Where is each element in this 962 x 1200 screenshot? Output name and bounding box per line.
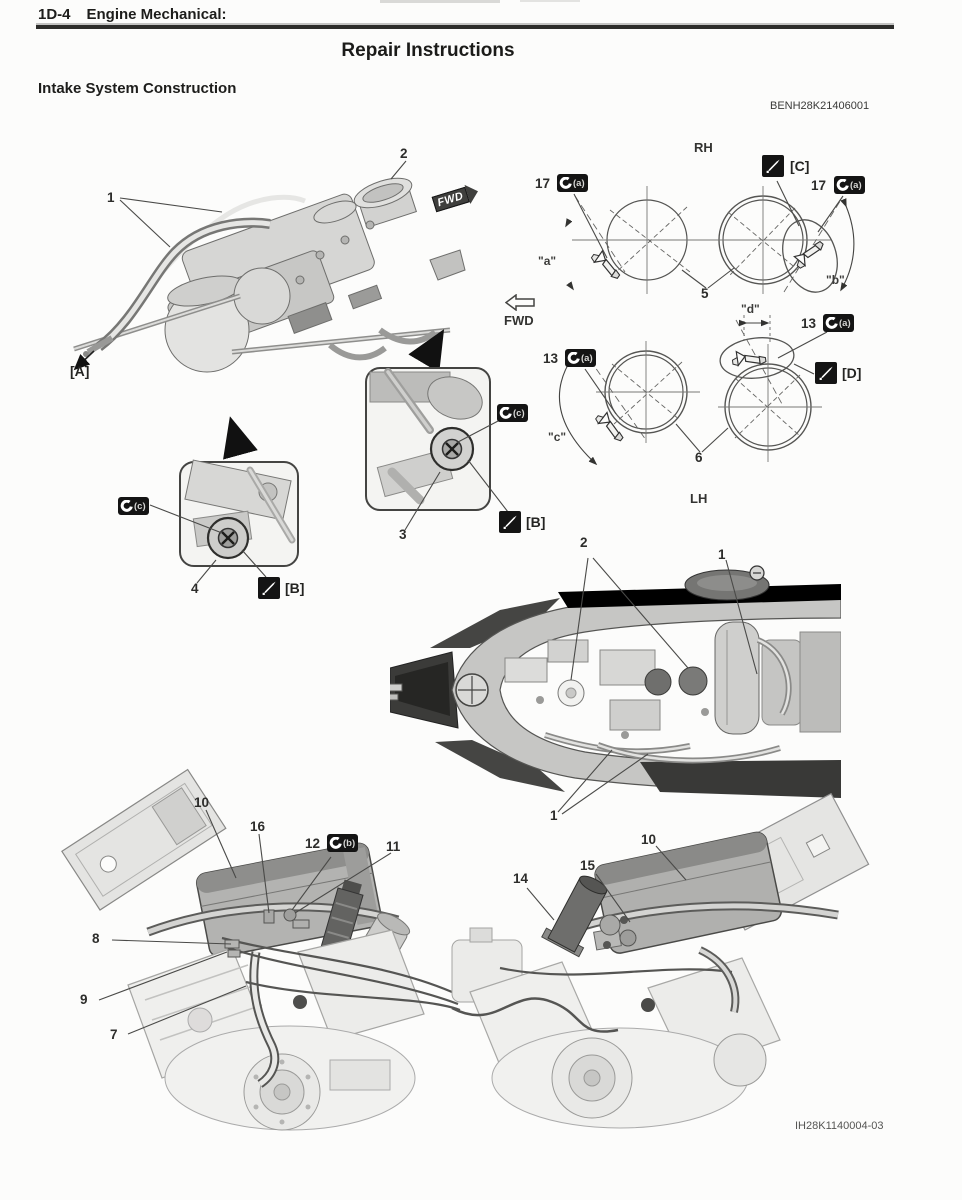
callout-17: 17: [535, 176, 551, 191]
callout-10: 10: [194, 795, 210, 810]
phillips-screw-icon: [221, 531, 235, 545]
wrench-icon: [825, 316, 838, 329]
sealant-brush-badge: [499, 511, 521, 533]
figure-code: IH28K1140004-03: [795, 1120, 884, 1132]
brush-icon: [819, 366, 833, 380]
wrench-icon: [120, 499, 133, 512]
brush-icon: [766, 159, 780, 173]
page-header: 1D-4 Engine Mechanical:: [38, 6, 227, 23]
fwd-banner-icon: FWD: [431, 181, 481, 214]
detail-inset-left: [149, 459, 299, 584]
view-c-label: [C]: [790, 158, 810, 174]
callout-6: 6: [695, 450, 703, 465]
view-b-label: [B]: [285, 580, 305, 596]
wrench-sub-label: (a): [839, 317, 851, 329]
wrench-sub-label: (c): [134, 500, 146, 512]
reference-code: BENH28K21406001: [770, 100, 870, 112]
callout-7: 7: [110, 1027, 118, 1042]
callout-11: 11: [386, 839, 401, 854]
wrench-b-badge: (b): [327, 834, 359, 852]
section-title: Engine Mechanical:: [86, 6, 227, 23]
wrench-sub-label: (a): [581, 352, 593, 364]
callout-14: 14: [513, 871, 529, 886]
rh-label: RH: [694, 140, 713, 155]
frame-top-view-diagram: [390, 565, 841, 798]
wrench-sub-label: (a): [573, 177, 585, 189]
callout-13: 13: [543, 351, 559, 366]
wrench-sub-label: (c): [513, 407, 525, 419]
sealant-brush-badge: [258, 577, 280, 599]
wrench-sub-label: (b): [343, 837, 356, 849]
page-title: Repair Instructions: [341, 40, 515, 61]
wrench-c-badge: (c): [497, 404, 528, 422]
wrench-a-badge: (a): [557, 174, 588, 192]
callout-2: 2: [580, 535, 588, 550]
scan-artifacts: [380, 0, 580, 3]
frame-top-view-leaders: [557, 557, 758, 815]
wrench-a-badge: (a): [823, 314, 854, 332]
angle-a-label: "a": [538, 254, 557, 268]
angle-c-label: "c": [548, 430, 567, 444]
angle-b-label: "b": [826, 273, 845, 287]
rh-clamp-diagram: [565, 180, 855, 294]
callout-12: 12: [305, 836, 321, 851]
callout-1: 1: [550, 808, 558, 823]
callout-13: 13: [801, 316, 817, 331]
detail-arrow-right: [408, 329, 445, 373]
fwd-label: FWD: [504, 313, 534, 328]
callout-5: 5: [701, 286, 709, 301]
view-b-label: [B]: [526, 514, 546, 530]
fwd-banner-label: FWD: [431, 186, 470, 213]
wrench-icon: [329, 836, 342, 849]
wrench-c-badge: (c): [118, 497, 149, 515]
angle-d-label: "d": [741, 302, 760, 316]
view-d-label: [D]: [842, 365, 862, 381]
callout-10: 10: [641, 832, 657, 847]
callout-16: 16: [250, 819, 266, 834]
lh-label: LH: [690, 491, 708, 506]
wrench-icon: [559, 176, 572, 189]
lh-clamp-diagram: [559, 315, 828, 466]
subsection-title: Intake System Construction: [38, 80, 237, 97]
callout-1: 1: [718, 547, 726, 562]
sealant-brush-badge: [815, 362, 837, 384]
callout-2: 2: [400, 146, 408, 161]
wrench-a-badge: (a): [565, 349, 596, 367]
detail-inset-right: [365, 367, 509, 531]
brush-icon: [503, 515, 517, 529]
detail-arrow-left: [223, 416, 258, 460]
callout-15: 15: [580, 858, 596, 873]
sealant-brush-badge: [762, 155, 784, 177]
engine-right-view-diagram: [451, 792, 870, 1129]
callout-8: 8: [92, 931, 100, 946]
wrench-icon: [836, 178, 849, 191]
iso-assembly-diagram: [73, 160, 466, 460]
brush-icon: [262, 581, 276, 595]
view-a-label: [A]: [70, 363, 90, 379]
callout-9: 9: [80, 992, 88, 1007]
callout-1: 1: [107, 190, 115, 205]
wrench-a-badge: (a): [834, 176, 865, 194]
callout-17: 17: [811, 178, 827, 193]
callout-3: 3: [399, 527, 407, 542]
fwd-outline-arrow-icon: [505, 294, 535, 311]
callout-4: 4: [191, 581, 199, 596]
phillips-screw-icon: [445, 442, 459, 456]
wrench-sub-label: (a): [850, 179, 862, 191]
section-code: 1D-4: [38, 6, 71, 23]
wrench-icon: [567, 351, 580, 364]
header-rule: [36, 25, 894, 29]
wrench-icon: [499, 406, 512, 419]
